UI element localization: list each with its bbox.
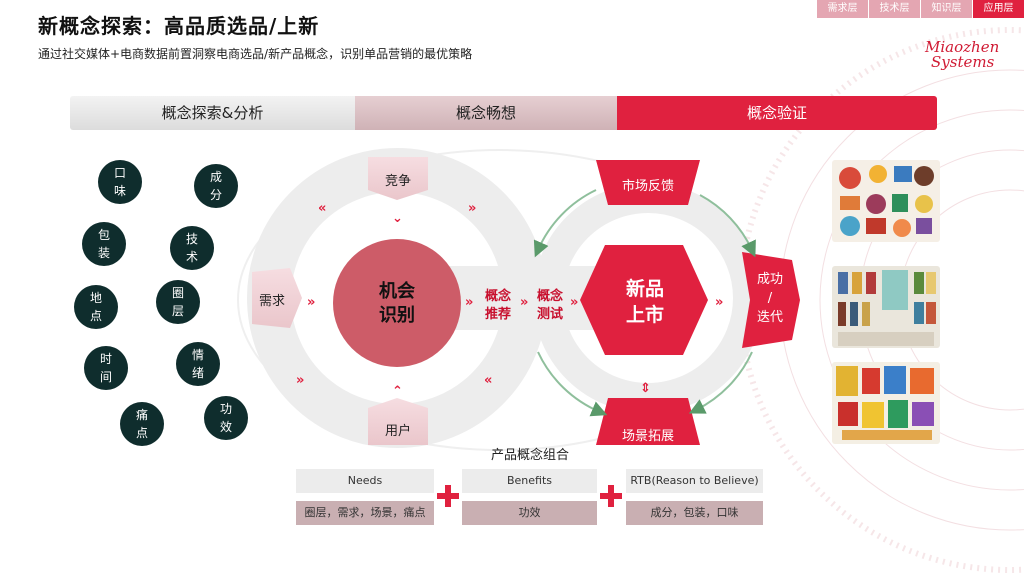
combo-title: 产品概念组合 xyxy=(490,448,569,463)
tab-application[interactable]: 应用层 xyxy=(973,0,1024,18)
chevron-right-icon: » xyxy=(570,295,578,310)
user-box xyxy=(368,398,428,445)
chevron-updown-icon: ⇕ xyxy=(640,381,651,396)
dimension-circle: 口味 xyxy=(98,160,142,204)
stage-explore: 概念探索&分析 xyxy=(70,96,355,130)
dimension-label: 技术 xyxy=(185,232,198,264)
plus-icon xyxy=(437,485,459,507)
test-line-2: 测试 xyxy=(536,307,563,322)
dimension-label: 圈层 xyxy=(171,286,184,318)
chevron-diag-icon: « xyxy=(318,201,326,216)
dimension-circle: 时间 xyxy=(84,346,128,390)
iteration-line-2: / xyxy=(767,291,773,306)
chevron-diag-icon: « xyxy=(484,373,492,388)
dimension-label: 口味 xyxy=(113,166,126,198)
dimension-label: 包装 xyxy=(97,228,110,260)
iteration-line-1: 成功 xyxy=(756,272,783,287)
chevron-right-icon: » xyxy=(465,295,473,310)
rtb-header: RTB(Reason to Believe) xyxy=(626,469,763,493)
product-photo-snacks xyxy=(832,362,940,444)
demand-label: 需求 xyxy=(258,294,285,309)
benefits-value: 功效 xyxy=(462,501,597,525)
chevron-right-icon: » xyxy=(307,295,315,310)
top-tab-bar: 需求层 技术层 知识层 应用层 xyxy=(816,0,1024,18)
test-line-1: 概念 xyxy=(536,289,563,304)
recommend-line-1: 概念 xyxy=(484,289,511,304)
rtb-value: 成分，包装，口味 xyxy=(626,501,763,525)
launch-line-2: 上市 xyxy=(625,304,664,326)
dimension-circle: 情绪 xyxy=(176,342,220,386)
dimension-circle: 地点 xyxy=(74,285,118,329)
stage-validate: 概念验证 xyxy=(617,96,937,130)
dimension-label: 成分 xyxy=(209,170,222,202)
opportunity-line-1: 机会 xyxy=(379,281,415,302)
dimension-circle: 技术 xyxy=(170,226,214,270)
opportunity-label: 机会 识别 xyxy=(352,280,442,328)
logo-line-2: Systems xyxy=(931,53,995,71)
tab-knowledge[interactable]: 知识层 xyxy=(921,0,972,18)
chevron-right-icon: » xyxy=(715,295,723,310)
launch-hexagon xyxy=(580,245,708,355)
market-feedback-box xyxy=(596,160,700,205)
chevron-right-icon: » xyxy=(520,295,528,310)
opportunity-circle xyxy=(333,239,461,367)
tab-tech[interactable]: 技术层 xyxy=(869,0,920,18)
iteration-label: 成功 / 迭代 xyxy=(748,270,792,327)
dimension-label: 痛点 xyxy=(135,408,148,440)
scene-expand-box xyxy=(596,398,700,445)
scene-expand-label: 场景拓展 xyxy=(621,429,674,444)
dimension-label: 情绪 xyxy=(191,348,204,380)
chevron-up-icon: ⌃ xyxy=(392,384,403,399)
dimension-circle: 包装 xyxy=(82,222,126,266)
plus-icon xyxy=(600,485,622,507)
product-photo-packaging xyxy=(832,266,940,348)
benefits-header: Benefits xyxy=(462,469,597,493)
stage-imagine: 概念畅想 xyxy=(355,96,617,130)
dimension-label: 地点 xyxy=(89,291,102,323)
tab-demand[interactable]: 需求层 xyxy=(817,0,868,18)
dimension-label: 功效 xyxy=(219,402,232,434)
product-photo-food xyxy=(832,160,940,242)
user-label: 用户 xyxy=(384,424,411,439)
launch-label: 新品 上市 xyxy=(600,276,690,328)
competition-box xyxy=(368,157,428,200)
concept-recommend-label: 概念 推荐 xyxy=(480,288,516,324)
market-feedback-label: 市场反馈 xyxy=(621,179,674,194)
recommend-line-2: 推荐 xyxy=(484,307,511,322)
brand-logo: Miaozhen Systems xyxy=(925,40,999,70)
competition-label: 竞争 xyxy=(384,174,411,189)
page-subtitle: 通过社交媒体+电商数据前置洞察电商选品/新产品概念，识别单品营销的最优策略 xyxy=(38,47,473,61)
dimension-circle: 功效 xyxy=(204,396,248,440)
chevron-down-icon: ⌄ xyxy=(392,211,403,226)
opportunity-line-2: 识别 xyxy=(379,305,415,326)
dimension-circle: 成分 xyxy=(194,164,238,208)
page-title: 新概念探索：高品质选品/上新 xyxy=(38,14,320,38)
demand-box xyxy=(252,268,302,328)
dimension-circle: 痛点 xyxy=(120,402,164,446)
needs-value: 圈层，需求，场景，痛点 xyxy=(296,501,434,525)
chevron-diag-icon: » xyxy=(296,373,304,388)
dimension-label: 时间 xyxy=(99,352,112,384)
concept-test-label: 概念 测试 xyxy=(532,288,568,324)
needs-header: Needs xyxy=(296,469,434,493)
chevron-diag-icon: » xyxy=(468,201,476,216)
iteration-box xyxy=(742,252,800,348)
logo-line-1: Miaozhen xyxy=(925,38,1000,56)
launch-line-1: 新品 xyxy=(625,278,664,300)
dimension-circle: 圈层 xyxy=(156,280,200,324)
iteration-line-3: 迭代 xyxy=(756,310,783,325)
